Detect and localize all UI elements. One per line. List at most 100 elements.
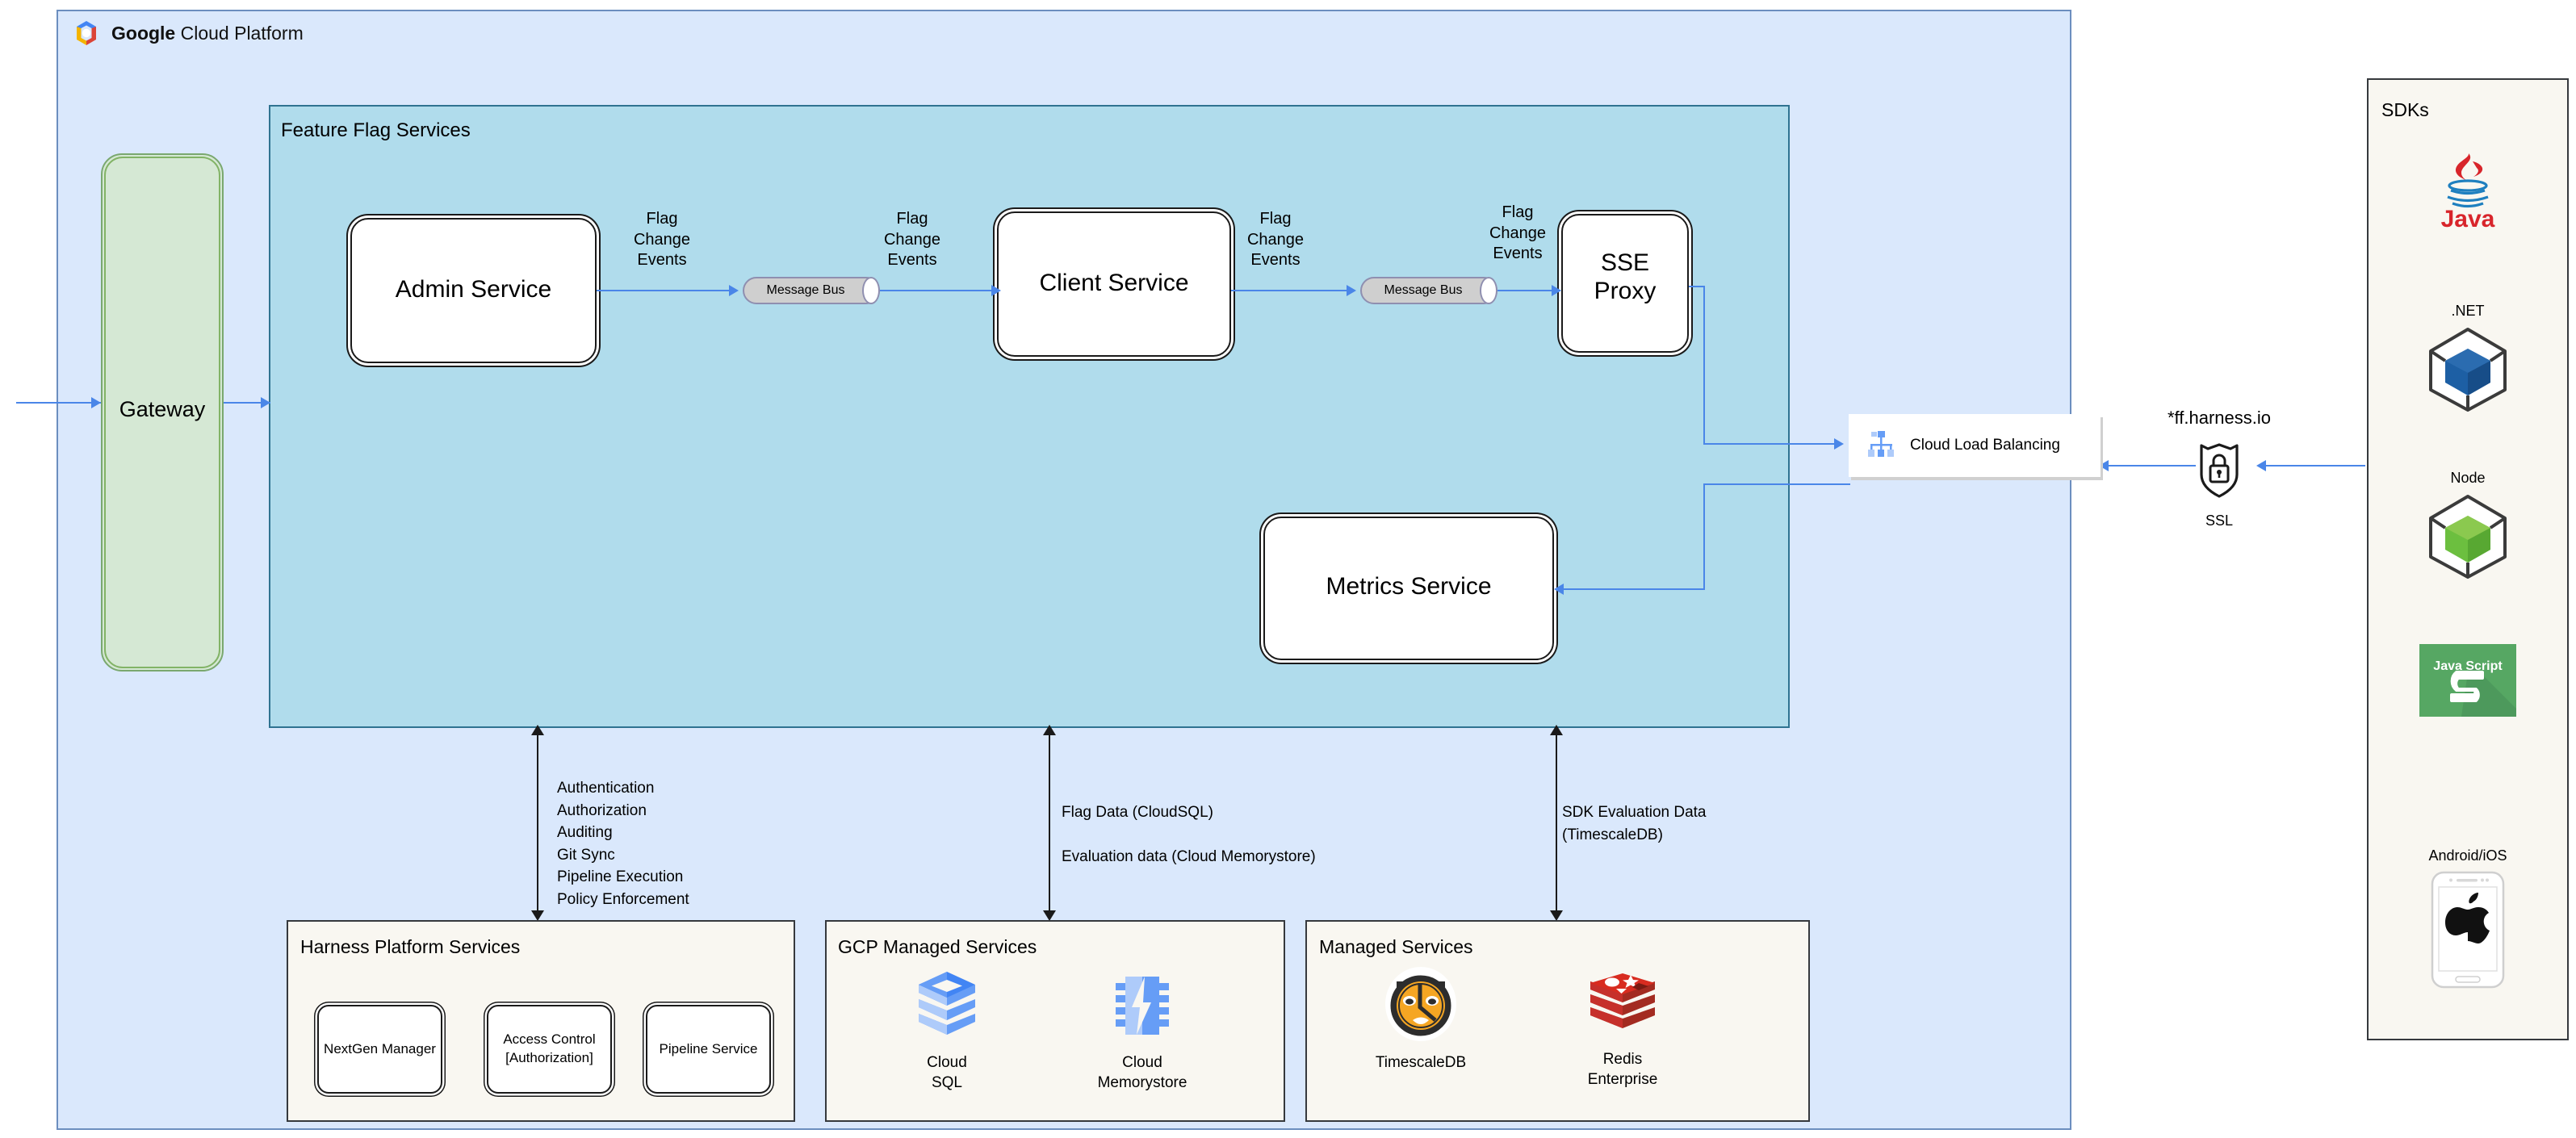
android-ios-label: Android/iOS <box>2428 847 2507 864</box>
client-to-bus2-arrowhead <box>1347 285 1356 296</box>
gateway-label: Gateway <box>119 397 206 421</box>
ssl-label: SSL <box>2205 513 2234 529</box>
feature-flag-services-title: Feature Flag Services <box>281 119 471 141</box>
managed-link-line <box>1556 731 1557 915</box>
admin-service-label: Admin Service <box>395 276 552 303</box>
admin-to-bus1-line <box>597 290 734 291</box>
admin-service-box[interactable]: Admin Service <box>350 218 597 363</box>
nextgen-manager-box[interactable]: NextGen Manager <box>317 1005 442 1094</box>
gcp-header: Google Cloud Platform <box>71 18 304 48</box>
bus1-to-client-line <box>880 290 999 291</box>
gcp-title: Google Cloud Platform <box>111 23 304 44</box>
cloud-sql-label: Cloud SQL <box>927 1054 967 1091</box>
feature-flag-services-container <box>269 105 1790 728</box>
flag-change-events-label-1: Flag Change Events <box>633 210 691 270</box>
ssl-shield-lock-icon <box>2195 442 2243 503</box>
timescaledb-icon <box>1382 965 1460 1047</box>
cloud-memorystore-item[interactable]: Cloud Memorystore <box>1078 969 1207 1093</box>
sse-to-lb-seg3 <box>1703 443 1839 445</box>
metrics-service-label: Metrics Service <box>1326 573 1492 600</box>
message-bus-2-cap <box>1480 277 1497 304</box>
managed-services-title: Managed Services <box>1319 936 1473 957</box>
dotnet-cube-icon <box>2423 324 2512 419</box>
mobile-apple-icon <box>2429 869 2507 994</box>
timescaledb-item[interactable]: TimescaleDB <box>1356 965 1485 1073</box>
dotnet-label: .NET <box>2451 303 2485 319</box>
sdk-item-javascript[interactable]: Java Script <box>2367 644 2569 721</box>
javascript-icon: Java Script <box>2419 644 2516 721</box>
java-icon: Java <box>2431 150 2504 235</box>
cloud-load-balancing-label: Cloud Load Balancing <box>1910 437 2060 454</box>
svg-text:Java: Java <box>2441 206 2495 231</box>
redis-enterprise-item[interactable]: Redis Enterprise <box>1558 970 1687 1090</box>
flag-change-events-label-4: Flag Change Events <box>1489 203 1547 263</box>
external-to-gateway-line <box>16 402 101 404</box>
harness-link-line <box>537 731 538 915</box>
client-service-label: Client Service <box>1039 270 1189 296</box>
cloud-memorystore-label: Cloud Memorystore <box>1097 1054 1187 1091</box>
cloud-load-balancing-icon <box>1865 428 1897 464</box>
lb-to-metrics-seg3 <box>1562 588 1705 590</box>
gateway-to-ffs-arrowhead <box>261 397 270 408</box>
lb-to-metrics-seg1 <box>1703 483 1850 485</box>
sdks-to-ssl-arrowhead <box>2256 460 2266 471</box>
gcp-managed-link-line <box>1049 731 1050 915</box>
admin-to-bus1-arrowhead <box>729 285 739 296</box>
gcp-managed-services-panel <box>825 920 1285 1122</box>
node-cube-icon <box>2423 492 2512 586</box>
cloud-memorystore-icon <box>1108 969 1177 1047</box>
gcp-hexagon-logo-icon <box>71 18 102 48</box>
sdk-item-node[interactable]: Node <box>2367 470 2569 586</box>
gcp-managed-link-arrow-up <box>1043 725 1056 735</box>
harness-link-arrow-up <box>531 725 544 735</box>
metrics-service-box[interactable]: Metrics Service <box>1263 517 1554 660</box>
message-bus-1-label: Message Bus <box>766 283 845 297</box>
redis-icon <box>1585 970 1660 1044</box>
harness-link-arrow-down <box>531 910 544 921</box>
sdk-item-dotnet[interactable]: .NET <box>2367 303 2569 419</box>
harness-platform-services-title: Harness Platform Services <box>300 936 521 957</box>
gcp-managed-link-arrow-down <box>1043 910 1056 921</box>
annotation-sdk-evaluation-data: SDK Evaluation Data (TimescaleDB) <box>1562 804 1707 843</box>
svg-text:Java Script: Java Script <box>2433 659 2503 673</box>
node-label: Node <box>2450 470 2486 486</box>
sse-to-lb-seg1 <box>1689 286 1705 287</box>
lb-to-metrics-seg2 <box>1703 483 1705 589</box>
cloud-sql-icon <box>912 969 982 1047</box>
lb-to-metrics-arrowhead <box>1554 584 1564 595</box>
gateway-to-ffs-line <box>224 402 270 404</box>
cloud-sql-item[interactable]: Cloud SQL <box>894 969 999 1093</box>
bus2-to-sse-line <box>1497 290 1560 291</box>
client-to-bus2-line <box>1231 290 1352 291</box>
sse-to-lb-arrowhead <box>1834 438 1844 450</box>
bus2-to-sse-arrowhead <box>1552 285 1561 296</box>
gcp-title-rest: Cloud Platform <box>175 22 304 44</box>
ssl-to-lb-arrowhead <box>2099 460 2109 471</box>
redis-enterprise-label: Redis Enterprise <box>1587 1051 1658 1088</box>
access-control-box[interactable]: Access Control [Authorization] <box>487 1005 612 1094</box>
gateway-box[interactable] <box>101 153 224 672</box>
sse-proxy-box[interactable]: SSE Proxy <box>1561 214 1689 353</box>
timescaledb-label: TimescaleDB <box>1375 1054 1467 1071</box>
sse-to-lb-seg2 <box>1703 286 1705 444</box>
gcp-title-bold: Google <box>111 22 176 44</box>
ssl-to-lb-line <box>2107 465 2196 466</box>
annotation-platform-capabilities: Authentication Authorization Auditing Gi… <box>557 780 689 908</box>
sse-proxy-label: SSE Proxy <box>1594 249 1657 304</box>
client-service-box[interactable]: Client Service <box>997 211 1231 357</box>
flag-change-events-label-3: Flag Change Events <box>1246 210 1305 270</box>
gcp-managed-services-title: GCP Managed Services <box>838 936 1037 957</box>
domain-label: *ff.harness.io <box>2167 408 2271 428</box>
gateway-box-inner-border <box>104 157 220 668</box>
cloud-load-balancing-card[interactable]: Cloud Load Balancing <box>1849 414 2101 477</box>
message-bus-1-cap <box>862 277 880 304</box>
sdk-item-java[interactable]: Java <box>2367 150 2569 235</box>
message-bus-1[interactable]: Message Bus <box>743 277 880 304</box>
sdk-item-android-ios[interactable]: Android/iOS <box>2367 847 2569 994</box>
message-bus-2-label: Message Bus <box>1384 283 1463 297</box>
sdks-to-ssl-line <box>2264 465 2365 466</box>
managed-link-arrow-up <box>1550 725 1563 735</box>
pipeline-service-box[interactable]: Pipeline Service <box>646 1005 771 1094</box>
message-bus-2[interactable]: Message Bus <box>1360 277 1497 304</box>
external-to-gateway-arrowhead <box>91 397 101 408</box>
